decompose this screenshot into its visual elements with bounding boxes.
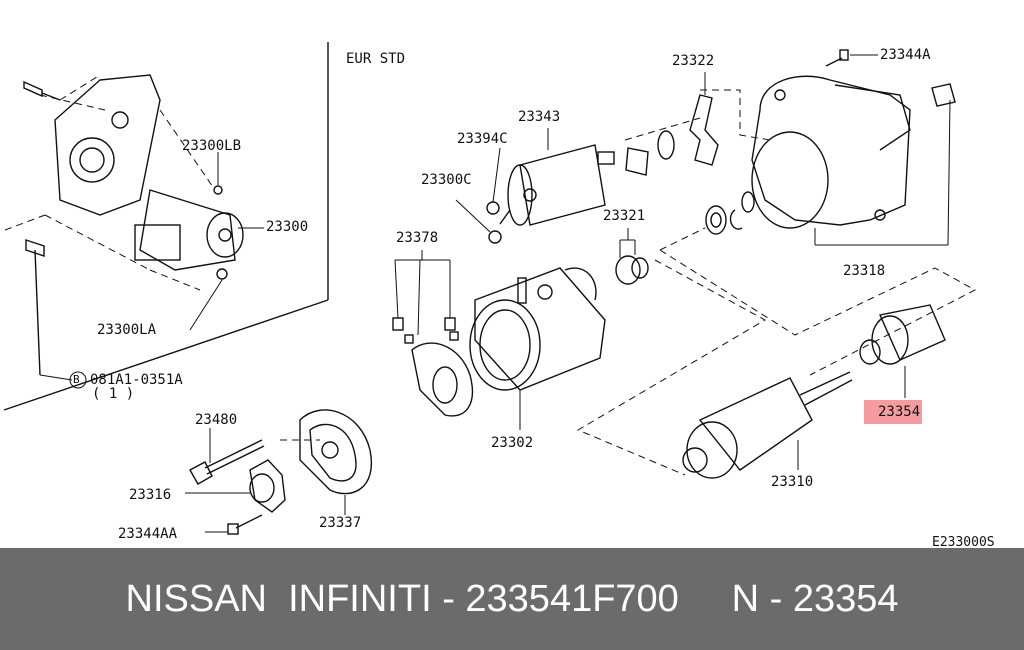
part-label-23316[interactable]: 23316 bbox=[129, 487, 172, 503]
snap-ring bbox=[729, 209, 743, 230]
armature-23310 bbox=[682, 371, 853, 479]
part-label-23300la[interactable]: 23300LA bbox=[97, 322, 157, 338]
plunger-spring bbox=[625, 147, 649, 176]
part-label-23480[interactable]: 23480 bbox=[195, 412, 238, 428]
part-label-23337[interactable]: 23337 bbox=[319, 515, 362, 531]
section-label: EUR STD bbox=[346, 51, 406, 67]
part-label-23343[interactable]: 23343 bbox=[518, 109, 561, 125]
part-label-23344aa[interactable]: 23344AA bbox=[118, 526, 178, 542]
bushing bbox=[931, 83, 956, 107]
yoke-23302 bbox=[469, 267, 606, 430]
part-number-text: NISSAN INFINITI - 233541F700 N - 23354 bbox=[125, 577, 899, 620]
part-label-23300c[interactable]: 23300C bbox=[421, 172, 472, 188]
nut-23300la bbox=[216, 268, 228, 280]
part-label-23378[interactable]: 23378 bbox=[396, 230, 439, 246]
part-number-banner: NISSAN INFINITI - 233541F700 N - 23354 bbox=[0, 548, 1024, 650]
part-label-23322[interactable]: 23322 bbox=[672, 53, 715, 69]
solenoid-23343 bbox=[499, 144, 615, 226]
starter-assembly-drawing bbox=[4, 74, 244, 291]
part-label-23310[interactable]: 23310 bbox=[771, 474, 814, 490]
end-cover-23316 bbox=[185, 439, 320, 513]
rear-cover-23337 bbox=[299, 409, 373, 515]
part-label-23394c[interactable]: 23394C bbox=[457, 131, 508, 147]
part-label-081a1-0351a[interactable]: 081A1-0351A bbox=[90, 372, 183, 388]
bolt-23344a bbox=[825, 49, 878, 67]
part-label-23344a[interactable]: 23344A bbox=[880, 47, 931, 63]
nut-23300c bbox=[488, 230, 502, 244]
bolt-23344aa bbox=[205, 514, 263, 535]
diagram-code: E233000S bbox=[932, 535, 995, 550]
brush-holder-plate bbox=[411, 342, 474, 417]
through-bolt-23480 bbox=[189, 428, 265, 485]
pinion-gear-23354 bbox=[859, 304, 946, 398]
part-label-23302[interactable]: 23302 bbox=[491, 435, 534, 451]
part-label-23300[interactable]: 23300 bbox=[266, 219, 309, 235]
part-label-23321[interactable]: 23321 bbox=[603, 208, 646, 224]
brush-springs-23378 bbox=[392, 250, 459, 344]
nut-23300lb bbox=[213, 185, 223, 195]
part-label-23300lb[interactable]: 23300LB bbox=[182, 138, 242, 154]
bolt-badge-letter: B bbox=[73, 373, 80, 386]
shift-lever-23322 bbox=[689, 72, 719, 166]
bearing bbox=[705, 205, 727, 235]
bolt-badge-circle bbox=[69, 371, 87, 389]
gear-23321 bbox=[615, 228, 649, 285]
part-label-23318[interactable]: 23318 bbox=[843, 263, 886, 279]
nut-23394c bbox=[486, 201, 500, 215]
inset-frame-diagonal bbox=[3, 299, 329, 411]
part-label-23354-highlighted[interactable]: 23354 bbox=[864, 400, 923, 424]
plunger-washer bbox=[657, 130, 675, 160]
part-quantity-081a1: ( 1 ) bbox=[92, 386, 135, 402]
front-housing-23318 bbox=[751, 75, 911, 229]
mounting-bolt-left bbox=[23, 80, 61, 376]
exploded-parts-diagram bbox=[3, 42, 977, 535]
